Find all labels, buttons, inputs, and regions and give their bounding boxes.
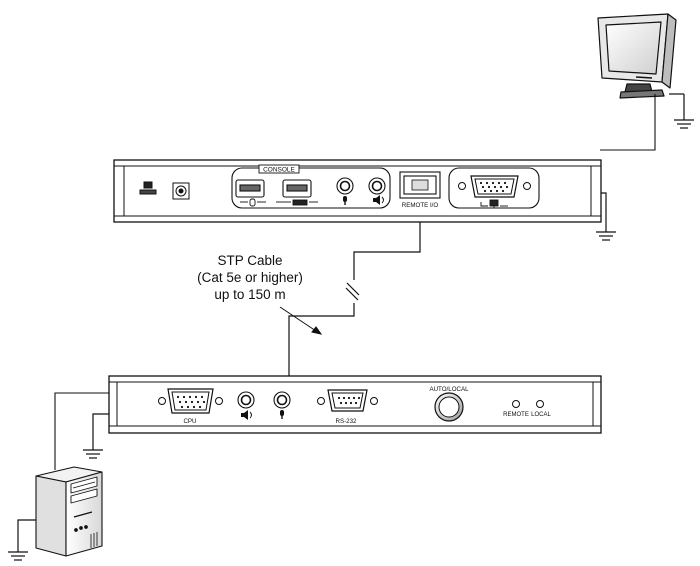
- stp-cable: [288, 222, 421, 376]
- computer-cable: [54, 392, 109, 470]
- speaker-jack-local[interactable]: [237, 391, 255, 409]
- remote-led: [512, 400, 520, 408]
- cable-label-line2: (Cat 5e or higher): [197, 270, 303, 285]
- usb-mouse-port[interactable]: [235, 179, 265, 198]
- remote-unit: [113, 159, 602, 223]
- ground-icon: [596, 192, 616, 241]
- remote-io-label: REMOTE I/O: [402, 202, 439, 209]
- usb-keyboard-port[interactable]: [282, 179, 312, 198]
- microphone-icon: [343, 196, 347, 205]
- cpu-label: CPU: [183, 418, 196, 425]
- computer-tower-icon: [35, 466, 103, 557]
- monitor-small-icon: [480, 199, 508, 208]
- remote-led-label: REMOTE: [503, 412, 529, 418]
- ground-icon: [83, 413, 109, 459]
- mouse-icon: [240, 198, 266, 207]
- cpu-vga-port[interactable]: [158, 388, 223, 414]
- speaker-icon: [241, 410, 252, 420]
- vga-port-remote[interactable]: [458, 175, 531, 198]
- cable-label-line1: STP Cable: [217, 253, 283, 268]
- ground-icon: [669, 93, 694, 129]
- microphone-jack-local[interactable]: [273, 391, 291, 409]
- auto-local-label: AUTO/LOCAL: [429, 386, 469, 393]
- monitor-icon: [597, 13, 677, 99]
- monitor-cable: [600, 94, 656, 151]
- auto-local-button[interactable]: [434, 392, 464, 422]
- rs232-port[interactable]: [317, 389, 378, 412]
- dc-power-icon: [139, 181, 190, 200]
- cable-label: STP Cable (Cat 5e or higher) up to 150 m: [160, 252, 340, 303]
- rs232-label: RS-232: [336, 418, 358, 425]
- console-panel: [231, 164, 391, 209]
- console-label: CONSOLE: [263, 167, 295, 174]
- local-led: [536, 400, 544, 408]
- remote-io-port[interactable]: [399, 171, 441, 199]
- cable-label-line3: up to 150 m: [214, 287, 286, 302]
- keyboard-icon: [276, 199, 318, 206]
- speaker-icon: [373, 195, 384, 205]
- microphone-icon: [280, 410, 284, 419]
- cable-label-pointer: [279, 306, 323, 335]
- local-led-label: LOCAL: [531, 412, 551, 418]
- speaker-jack[interactable]: [368, 177, 386, 195]
- microphone-jack[interactable]: [336, 177, 354, 195]
- ground-icon: [8, 519, 36, 561]
